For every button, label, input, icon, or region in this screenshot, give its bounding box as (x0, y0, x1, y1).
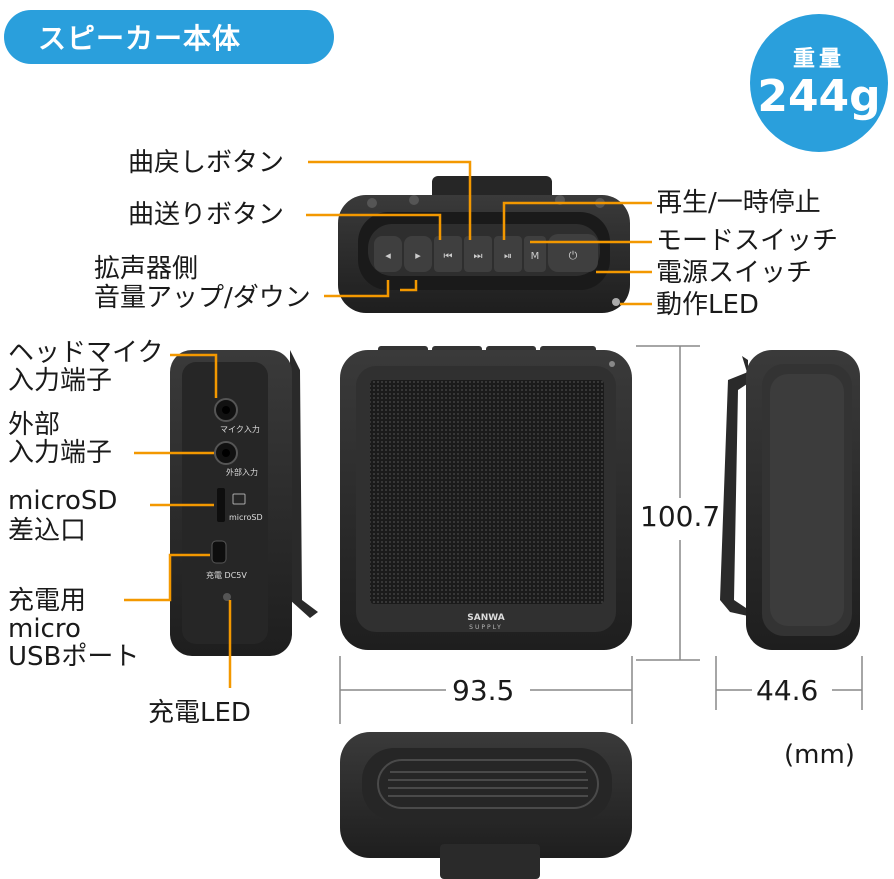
label-sd-line1: microSD (8, 486, 118, 516)
brand-logo: SANWA (467, 613, 505, 623)
label-headmic-line2: 入力端子 (8, 366, 113, 396)
weight-value: 244g (757, 71, 881, 122)
prev-button (434, 236, 462, 272)
vol-up-button (404, 236, 432, 272)
label-prev-track: 曲戻しボタン (128, 148, 285, 178)
label-sd-line2: 差込口 (8, 516, 87, 546)
dim-unit: (mm) (784, 740, 855, 770)
dim-height: 100.7 (640, 500, 721, 533)
svg-text:◂: ◂ (385, 249, 391, 262)
svg-text:▸: ▸ (415, 249, 421, 262)
label-ext-line2: 入力端子 (8, 438, 113, 468)
svg-text:M: M (531, 251, 540, 262)
svg-text:⏮: ⏮ (444, 251, 453, 262)
label-usb-line2: micro (8, 614, 81, 644)
mic-in-print: マイク入力 (220, 425, 260, 434)
dim-depth: 44.6 (756, 674, 819, 707)
next-button (464, 236, 492, 272)
front-view: SANWA SUPPLY (340, 346, 632, 650)
leader-lines (124, 160, 652, 688)
label-usb-line1: 充電用 (8, 586, 87, 616)
label-led: 動作LED (656, 290, 759, 320)
top-buttons: ◂ ▸ ⏮ ⏭ ⏯ M ⏻ (374, 234, 598, 272)
label-headmic-line1: ヘッドマイク (8, 338, 164, 368)
label-ext-line1: 外部 (8, 410, 61, 440)
weight-label: 重量 (792, 47, 845, 72)
play-pause-button (494, 236, 522, 272)
ext-in-print: 外部入力 (226, 468, 258, 477)
label-volume-line2: 音量アップ/ダウン (94, 283, 311, 313)
vol-down-button (374, 236, 402, 272)
label-next-track: 曲送りボタン (128, 200, 285, 230)
mode-button (524, 236, 546, 272)
dimension-lines (339, 345, 863, 724)
svg-text:SUPPLY: SUPPLY (469, 624, 503, 631)
label-usb-line3: USBポート (8, 642, 140, 672)
svg-text:⏯: ⏯ (504, 251, 512, 262)
bottom-view (340, 732, 632, 879)
label-mode: モードスイッチ (656, 226, 839, 256)
label-power: 電源スイッチ (656, 258, 813, 288)
label-volume-line1: 拡声器側 (94, 254, 199, 284)
section-title: スピーカー本体 (4, 10, 334, 64)
dim-width: 93.5 (452, 674, 515, 707)
power-button (548, 234, 598, 272)
weight-badge: 重量 244g (750, 14, 888, 152)
right-side-view (720, 350, 860, 650)
microsd-print: microSD (229, 513, 263, 522)
svg-text:⏭: ⏭ (474, 251, 483, 262)
left-side-view (170, 350, 318, 656)
label-charge-led: 充電LED (148, 698, 251, 728)
label-play-pause: 再生/一時停止 (656, 188, 821, 218)
svg-text:⏻: ⏻ (569, 249, 578, 262)
dc-print: 充電 DC5V (206, 571, 247, 580)
